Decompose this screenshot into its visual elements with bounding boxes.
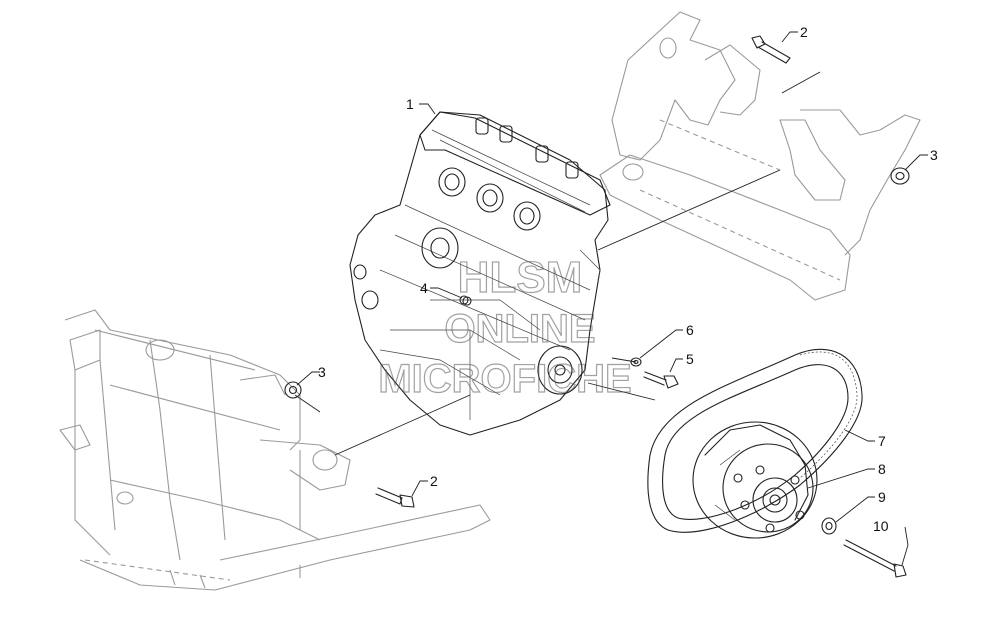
watermark-line3: MICROFICHE bbox=[378, 357, 631, 401]
bolt bbox=[375, 487, 415, 508]
callout-7: 7 bbox=[878, 433, 886, 449]
drive-clutch bbox=[692, 421, 818, 539]
bolt bbox=[751, 35, 791, 64]
callout-6: 6 bbox=[686, 322, 694, 338]
callout-1: 1 bbox=[406, 96, 414, 112]
bolt bbox=[643, 371, 679, 389]
callout-5: 5 bbox=[686, 351, 694, 367]
callout-9: 9 bbox=[878, 489, 886, 505]
callout-4: 4 bbox=[420, 280, 428, 296]
callout-10: 10 bbox=[873, 518, 889, 534]
long-bolt bbox=[843, 539, 907, 578]
watermark-line1: HLSM bbox=[458, 253, 583, 302]
callout-8: 8 bbox=[878, 461, 886, 477]
washer bbox=[821, 517, 837, 535]
callout-3-left: 3 bbox=[318, 364, 326, 380]
nut bbox=[890, 167, 910, 185]
watermark: HLSM ONLINE MICROFICHE bbox=[378, 252, 633, 401]
chassis-frame bbox=[59, 309, 491, 591]
nut bbox=[284, 381, 302, 399]
bolt bbox=[462, 296, 472, 306]
engine bbox=[349, 111, 611, 436]
drive-belt bbox=[647, 348, 863, 533]
watermark-line2: ONLINE bbox=[444, 307, 595, 351]
callout-2-top: 2 bbox=[800, 24, 808, 40]
engine-mount-bracket bbox=[599, 11, 921, 301]
callout-2-bottom: 2 bbox=[430, 473, 438, 489]
callout-3-right: 3 bbox=[930, 147, 938, 163]
callouts: 1 2 3 3 4 6 5 7 8 9 2 10 bbox=[318, 24, 938, 534]
